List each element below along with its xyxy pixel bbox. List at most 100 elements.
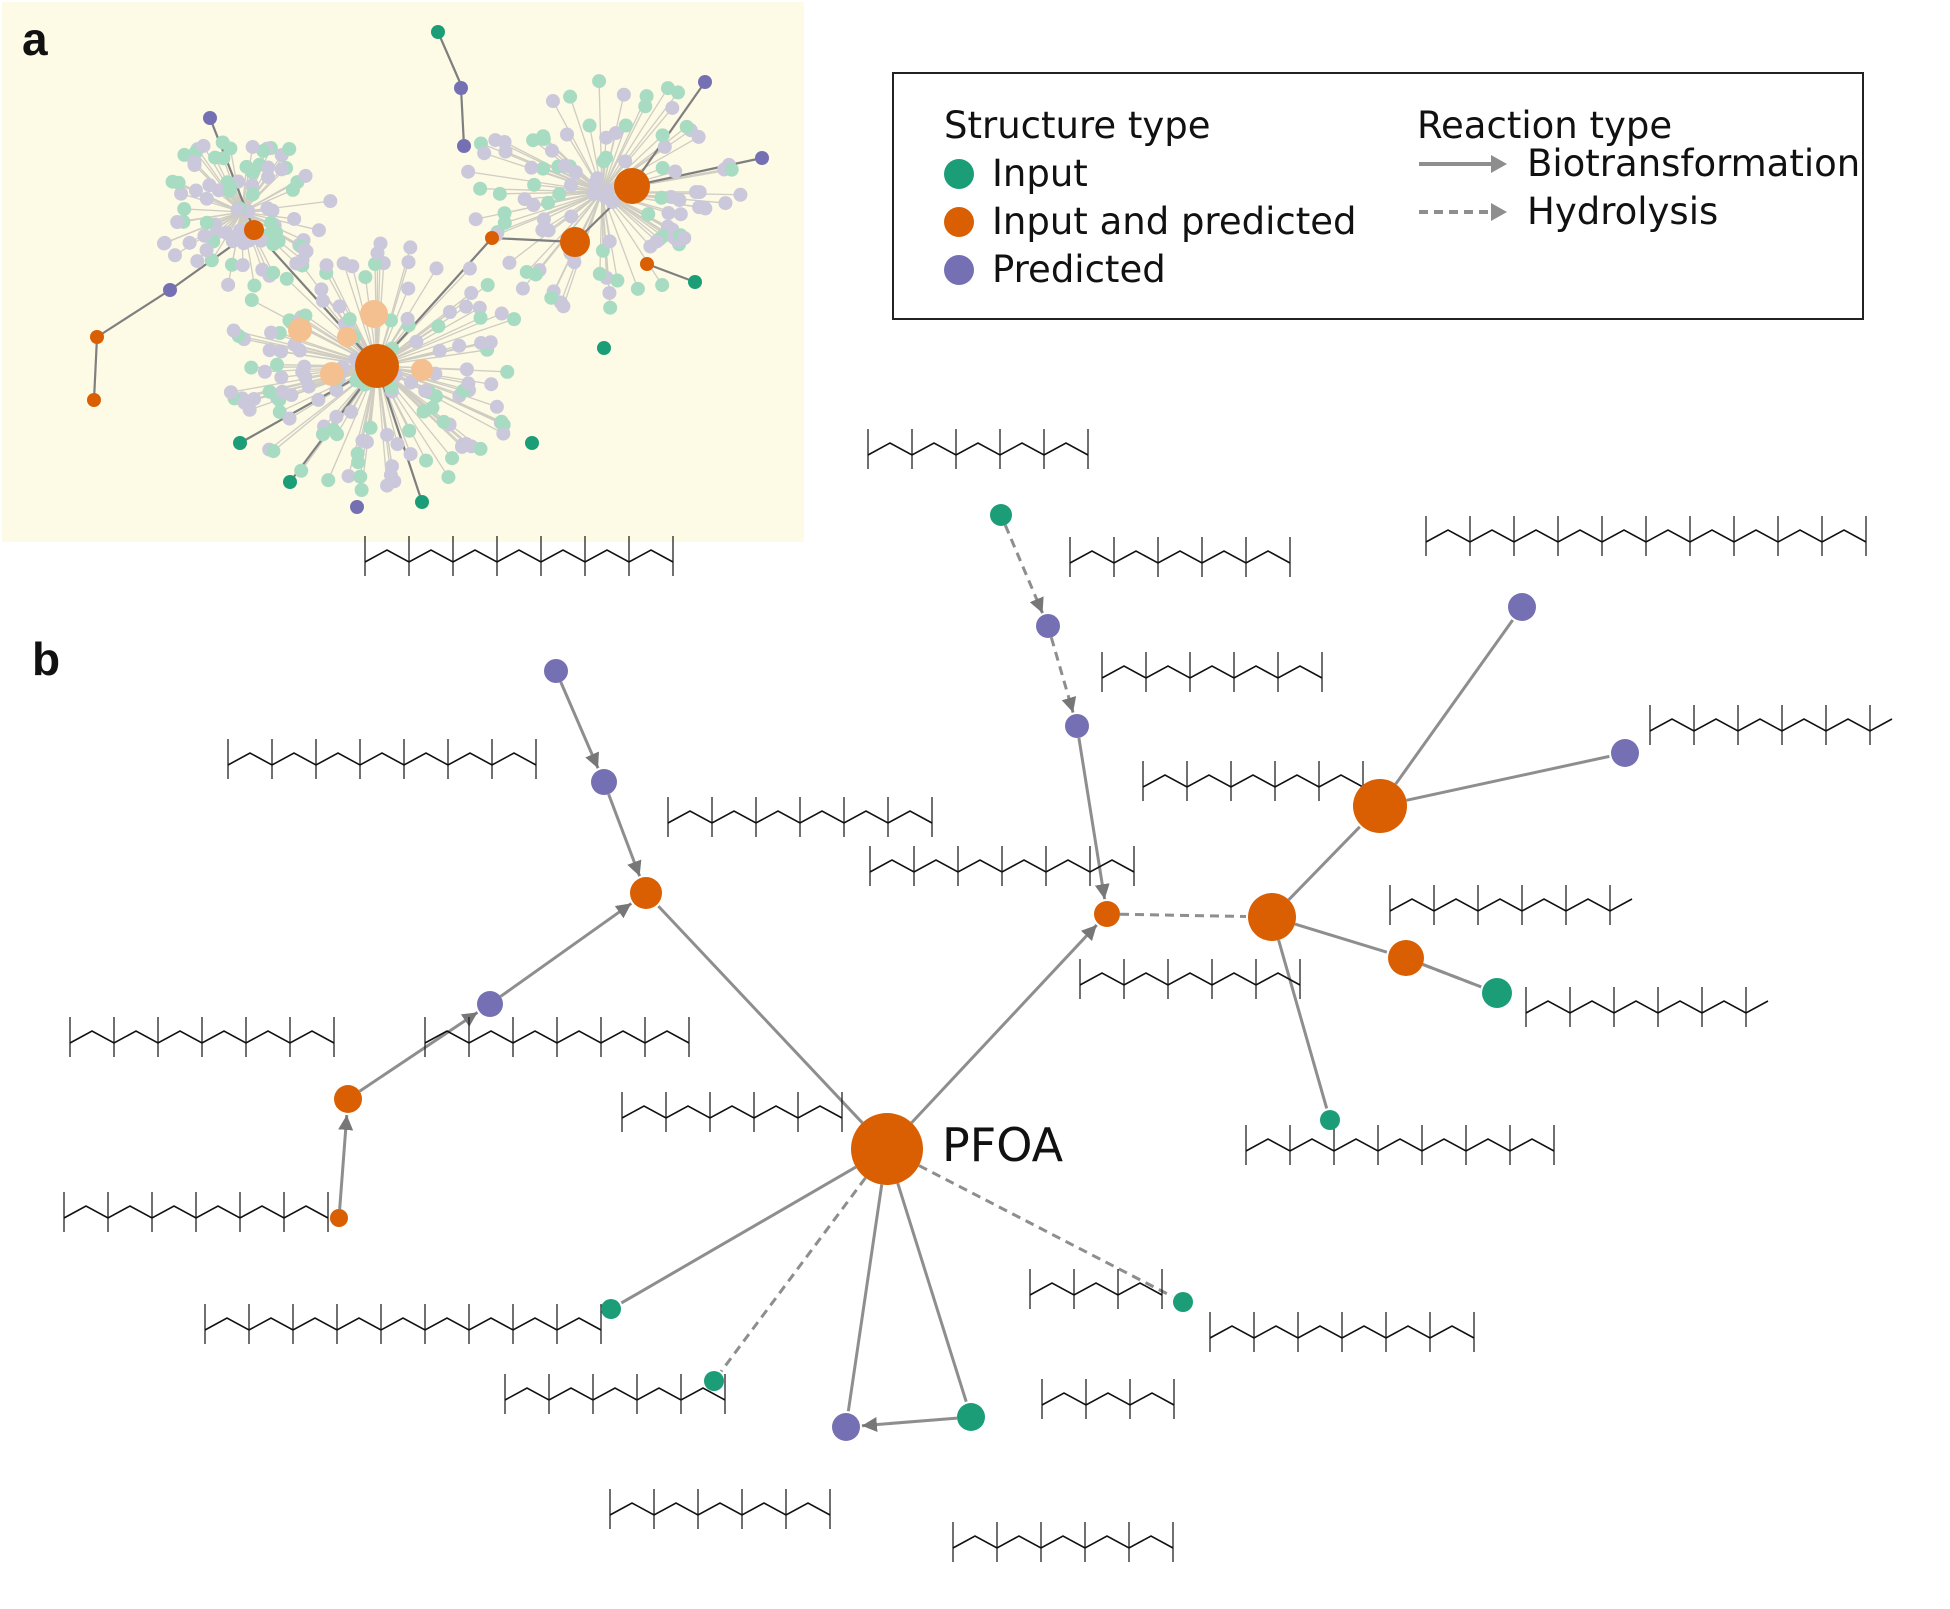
- node-input: [990, 504, 1012, 526]
- network-node: [270, 357, 285, 372]
- network-node: [432, 343, 447, 358]
- network-node: [541, 223, 556, 238]
- network-node-predicted: [350, 500, 364, 514]
- legend-input-label: Input: [992, 152, 1088, 195]
- network-node: [655, 128, 670, 143]
- network-node: [480, 278, 495, 293]
- network-node: [445, 451, 460, 466]
- reaction-edge: [1406, 754, 1610, 802]
- network-node: [323, 194, 338, 209]
- network-node: [384, 459, 399, 474]
- network-node: [655, 160, 670, 175]
- solid-arrow-icon: [1419, 154, 1507, 173]
- network-node: [187, 154, 202, 169]
- molecule-structure-icon: [204, 1317, 602, 1331]
- network-node: [616, 87, 631, 102]
- network-node: [403, 447, 418, 462]
- reaction-edge: [719, 1176, 867, 1373]
- network-node: [400, 311, 415, 326]
- legend-hydrolysis: Hydrolysis: [1417, 190, 1718, 233]
- network-node: [657, 139, 672, 154]
- network-node: [329, 383, 344, 398]
- network-node: [527, 177, 542, 192]
- network-node: [390, 437, 405, 452]
- network-node: [341, 469, 356, 484]
- network-node: [592, 74, 607, 89]
- network-node: [351, 455, 366, 470]
- network-node: [733, 187, 748, 202]
- network-node-input-predicted: [640, 257, 654, 271]
- reaction-edge: [846, 1184, 884, 1412]
- network-node: [174, 186, 189, 201]
- network-edge: [241, 211, 256, 286]
- node-input: [1482, 978, 1512, 1008]
- node-predicted: [591, 769, 617, 795]
- network-node: [507, 312, 522, 327]
- node-predicted: [832, 1413, 860, 1441]
- network-hub-node: [560, 227, 590, 257]
- network-node: [473, 310, 488, 325]
- network-node: [436, 414, 451, 429]
- reaction-edge: [1294, 922, 1388, 954]
- network-edge: [496, 191, 603, 236]
- reaction-edge: [1077, 737, 1110, 900]
- network-node: [226, 323, 241, 338]
- network-node-input-predicted: [90, 330, 104, 344]
- network-node-predicted: [203, 111, 217, 125]
- molecule-structure-icon: [1069, 550, 1291, 564]
- network-node: [358, 270, 373, 285]
- network-node: [237, 395, 252, 410]
- node-predicted: [1611, 739, 1639, 767]
- node-input-predicted: [330, 1209, 348, 1227]
- network-node: [563, 178, 578, 193]
- network-edge: [601, 95, 648, 193]
- node-input-predicted: [851, 1113, 923, 1185]
- network-hub-node: [355, 344, 399, 388]
- network-node: [199, 215, 214, 230]
- node-input: [704, 1371, 724, 1391]
- network-node-predicted: [457, 139, 471, 153]
- network-node: [188, 183, 203, 198]
- network-node: [655, 278, 670, 293]
- reaction-edge: [657, 905, 864, 1124]
- node-input: [1173, 1292, 1193, 1312]
- network-node: [216, 151, 231, 166]
- network-node: [691, 129, 706, 144]
- network-node: [462, 261, 477, 276]
- network-node-highlight: [411, 359, 433, 381]
- network-node: [272, 404, 287, 419]
- network-node: [380, 427, 395, 442]
- network-node: [171, 175, 186, 190]
- network-node: [552, 186, 567, 201]
- network-node: [639, 89, 654, 104]
- network-node: [199, 243, 214, 258]
- network-node: [245, 187, 260, 202]
- network-node-predicted: [698, 75, 712, 89]
- network-node: [483, 335, 498, 350]
- network-node: [500, 364, 515, 379]
- network-node: [197, 228, 212, 243]
- network-node: [402, 423, 417, 438]
- network-node: [416, 404, 431, 419]
- network-node: [528, 267, 543, 282]
- reaction-edge: [910, 923, 1098, 1124]
- network-node: [541, 195, 556, 210]
- network-node: [563, 89, 578, 104]
- network-node: [718, 196, 733, 211]
- network-node: [223, 178, 238, 193]
- molecule-structure-icon: [227, 752, 537, 766]
- legend-predicted-label: Predicted: [992, 248, 1166, 291]
- reaction-edge: [1003, 524, 1044, 614]
- molecule-structure-icon: [621, 1105, 843, 1119]
- network-node-input: [431, 25, 445, 39]
- network-node-input: [525, 436, 539, 450]
- molecule-structure-icon: [364, 549, 674, 563]
- molecule-structure-icon: [1079, 972, 1301, 986]
- panel-b-label: b: [32, 633, 61, 685]
- reaction-edge: [1287, 825, 1361, 901]
- network-node: [235, 258, 250, 273]
- network-node: [170, 215, 185, 230]
- network-node: [582, 118, 597, 133]
- network-node: [314, 282, 329, 297]
